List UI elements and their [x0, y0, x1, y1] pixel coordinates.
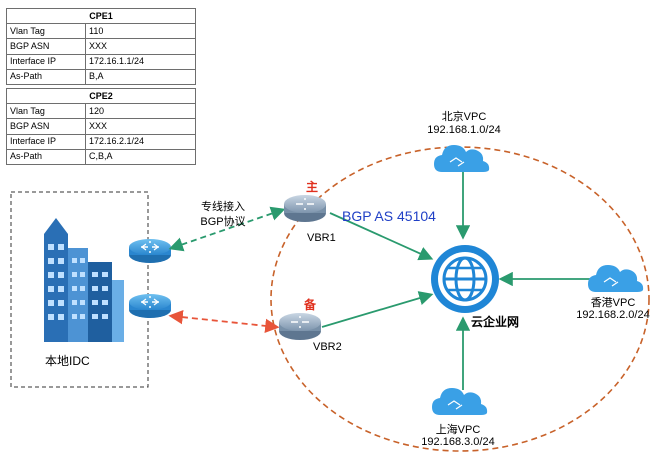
hongkong-vpc-cidr: 192.168.2.0/24 — [576, 309, 650, 321]
vbr1-role-label: 主 — [306, 180, 319, 194]
vbr1-router-icon — [284, 195, 326, 222]
link-label-line2: BGP协议 — [200, 216, 246, 228]
table-row: BGP ASN XXX — [6, 38, 196, 55]
backup-link — [168, 309, 280, 334]
cloud-icon — [588, 265, 644, 292]
cen-globe-icon — [431, 245, 499, 313]
idc-label: 本地IDC — [45, 354, 90, 368]
hongkong-vpc-name: 香港VPC — [590, 297, 636, 309]
cpe2-value: C,B,A — [85, 148, 196, 165]
idc-router-2-icon — [129, 294, 171, 318]
vbr1-label: VBR1 — [307, 232, 336, 244]
cpe1-key: As-Path — [6, 68, 86, 85]
shanghai-vpc-name: 上海VPC — [435, 424, 481, 436]
link-label-line1: 专线接入 — [201, 201, 245, 213]
cen-label: 云企业网 — [471, 315, 520, 329]
vbr1-to-cen-arrow — [329, 212, 434, 261]
idc-router-1-icon — [129, 239, 171, 263]
vbr2-role-label: 备 — [304, 298, 317, 312]
table-row: Vlan Tag 120 — [6, 103, 196, 120]
cpe1-value: B,A — [85, 68, 196, 85]
table-row: Vlan Tag 110 — [6, 23, 196, 40]
table-row: As-Path C,B,A — [6, 148, 196, 165]
beijing-vpc-cidr: 192.168.1.0/24 — [427, 124, 501, 136]
building-icon — [44, 218, 124, 342]
vbr2-label: VBR2 — [313, 341, 342, 353]
idc-box — [10, 191, 149, 388]
cloud-icon — [432, 388, 488, 415]
cpe2-table: CPE2 Vlan Tag 120 BGP ASN XXX Interface … — [6, 87, 196, 165]
cloud-icon — [434, 145, 490, 172]
vbr2-router-icon — [279, 313, 321, 340]
table-row: As-Path B,A — [6, 68, 196, 85]
bgp-as-label: BGP AS 45104 — [342, 208, 436, 224]
cpe1-table: CPE1 Vlan Tag 110 BGP ASN XXX Interface … — [6, 7, 196, 85]
beijing-vpc-name: 北京VPC — [441, 111, 487, 123]
vbr2-to-cen-arrow — [321, 291, 434, 328]
shanghai-vpc-cidr: 192.168.3.0/24 — [421, 436, 495, 448]
